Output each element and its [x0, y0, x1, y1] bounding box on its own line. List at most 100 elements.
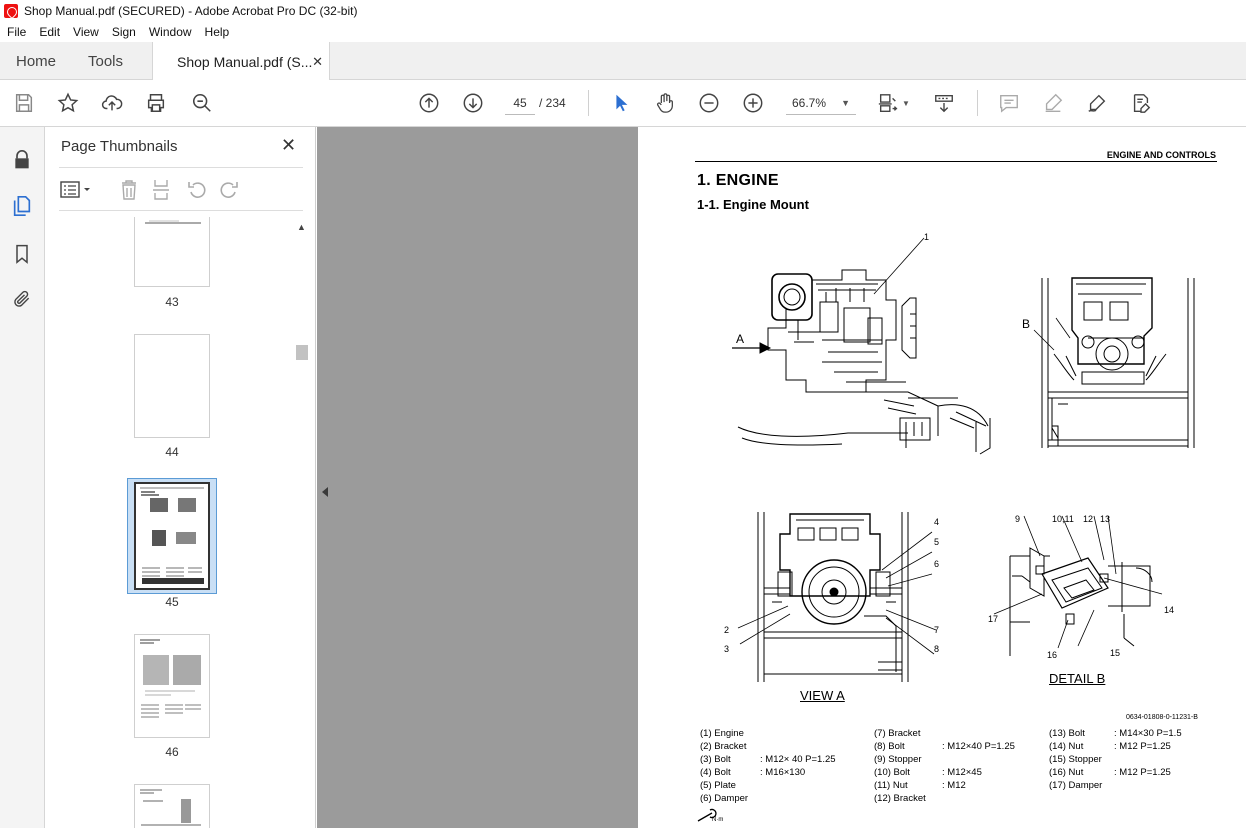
engine-front-view [1041, 277, 1195, 448]
menu-view[interactable]: View [73, 25, 99, 39]
save-icon[interactable] [12, 91, 36, 115]
options-menu-icon[interactable] [60, 181, 90, 198]
tab-home[interactable]: Home [16, 52, 57, 70]
tab-tools[interactable]: Tools [88, 52, 124, 70]
close-panel-icon[interactable]: ✕ [281, 135, 297, 155]
legend-row: (7) Bracket [874, 728, 921, 739]
callout-label: 9 [1015, 514, 1021, 524]
legend-row: (10) Bolt: M12×45 [874, 767, 982, 778]
thumbnail-page-44[interactable] [134, 334, 210, 438]
extract-page-icon[interactable] [153, 180, 169, 200]
legend-row: (6) Damper [700, 793, 749, 804]
star-icon[interactable] [56, 91, 80, 115]
view-a-label: VIEW A [800, 688, 845, 703]
legend-row: (14) Nut: M12 P=1.25 [1049, 741, 1171, 752]
sign-pen-icon[interactable] [1085, 91, 1109, 115]
hand-tool-icon[interactable] [653, 91, 677, 115]
menu-bar: File Edit View Sign Window Help [0, 22, 1246, 42]
subsection-heading: 1-1. Engine Mount [697, 197, 809, 212]
tab-document[interactable]: Shop Manual.pdf (S... ✕ [152, 42, 330, 81]
attachment-paperclip-icon[interactable] [11, 287, 33, 311]
acrobat-logo-icon [4, 4, 18, 18]
zoom-out-icon[interactable] [697, 91, 721, 115]
collapse-panel-chevron-left-icon[interactable] [322, 487, 328, 497]
menu-sign[interactable]: Sign [111, 25, 136, 39]
zoom-search-icon[interactable] [190, 91, 214, 115]
callout-label: 13 [1100, 514, 1111, 524]
legend-row: (12) Bracket [874, 793, 926, 804]
engine-mount-drawing [732, 237, 1195, 682]
title-bar: Shop Manual.pdf (SECURED) - Adobe Acroba… [0, 0, 1246, 22]
callout-label: 10,11 [1052, 514, 1074, 524]
page-thumbnails-panel: Page Thumbnails ✕ [45, 127, 316, 828]
callout-label: 14 [1164, 605, 1175, 615]
thumbnail-page-number: 43 [165, 295, 179, 309]
legend-row: (2) Bracket [700, 741, 747, 752]
thumbnail-page-46[interactable] [134, 634, 210, 738]
parts-legend-column-3: (13) Bolt: M14×30 P=1.5 (14) Nut: M12 P=… [1049, 727, 1182, 792]
thumbnail-list: 43 44 45 [45, 217, 301, 828]
callout-label: 2 [724, 625, 730, 635]
rotate-right-icon[interactable] [220, 182, 238, 198]
parts-legend-column-1: (1) Engine (2) Bracket (3) Bolt: M12× 40… [700, 727, 836, 805]
panel-divider [59, 167, 303, 168]
callout-label: 8 [934, 644, 940, 654]
zoom-level-dropdown[interactable]: 66.7% ▼ [786, 91, 856, 115]
page-number-input[interactable]: 45 [505, 91, 535, 115]
zoom-level-value: 66.7% [792, 96, 827, 110]
close-tab-icon[interactable]: ✕ [312, 54, 323, 69]
toolbar-divider [588, 90, 589, 116]
legend-row: (11) Nut: M12 [874, 780, 966, 791]
fit-page-icon[interactable] [876, 91, 900, 115]
page-header-title: ENGINE AND CONTROLS [1106, 150, 1216, 160]
pdf-page: ENGINE AND CONTROLS 1. ENGINE 1-1. Engin… [638, 127, 1246, 828]
delete-page-icon[interactable] [122, 180, 136, 200]
edit-pdf-icon[interactable] [1129, 91, 1153, 115]
panel-title: Page Thumbnails [61, 138, 178, 155]
legend-row: (15) Stopper [1049, 754, 1102, 765]
toolbar: 45 / 234 66.7% ▼ ▼ [0, 80, 1246, 127]
highlight-pen-icon[interactable] [1041, 91, 1065, 115]
callout-label: 1 [924, 232, 930, 242]
engine-side-view [737, 269, 991, 455]
legend-row: (16) Nut: M12 P=1.25 [1049, 767, 1171, 778]
torque-wrench-icon [696, 807, 736, 827]
lock-icon[interactable] [11, 148, 33, 172]
legend-row: (5) Plate [700, 780, 736, 791]
engine-mount-detail-b [1009, 547, 1153, 656]
upload-cloud-icon[interactable] [100, 91, 124, 115]
left-navigation-rail [0, 127, 45, 828]
rotate-left-icon[interactable] [188, 182, 206, 198]
panel-divider [59, 210, 303, 211]
thumbnail-scrollbar-thumb[interactable] [296, 345, 308, 360]
legend-row: (3) Bolt: M12× 40 P=1.25 [700, 754, 836, 765]
tab-document-label: Shop Manual.pdf (S... [177, 53, 313, 70]
legend-row: (9) Stopper [874, 754, 922, 765]
page-thumbnails-icon[interactable] [11, 194, 33, 218]
print-icon[interactable] [144, 91, 168, 115]
previous-page-icon[interactable] [417, 91, 441, 115]
menu-edit[interactable]: Edit [39, 25, 61, 39]
thumbnail-page-45[interactable] [134, 482, 210, 590]
callout-label: 7 [934, 625, 940, 635]
bookmark-icon[interactable] [11, 242, 33, 266]
comment-icon[interactable] [997, 91, 1021, 115]
detail-b-label: DETAIL B [1049, 671, 1106, 686]
select-cursor-icon[interactable] [609, 91, 633, 115]
thumbnail-tools [59, 177, 289, 203]
drawing-reference-code: 0634-01808-0-11231-B [1126, 714, 1198, 721]
next-page-icon[interactable] [461, 91, 485, 115]
thumbnail-page-47[interactable] [134, 784, 210, 828]
scroll-mode-icon[interactable] [932, 91, 956, 115]
scroll-up-icon[interactable]: ▲ [297, 222, 306, 232]
fit-page-chevron-down-icon[interactable]: ▼ [902, 98, 910, 108]
callout-label: 4 [934, 517, 940, 527]
thumbnail-page-43[interactable] [134, 217, 210, 287]
menu-file[interactable]: File [7, 25, 27, 39]
zoom-in-icon[interactable] [741, 91, 765, 115]
callout-label: 17 [988, 614, 999, 624]
menu-help[interactable]: Help [204, 25, 230, 39]
page-total: / 234 [539, 96, 566, 110]
menu-window[interactable]: Window [148, 25, 192, 39]
